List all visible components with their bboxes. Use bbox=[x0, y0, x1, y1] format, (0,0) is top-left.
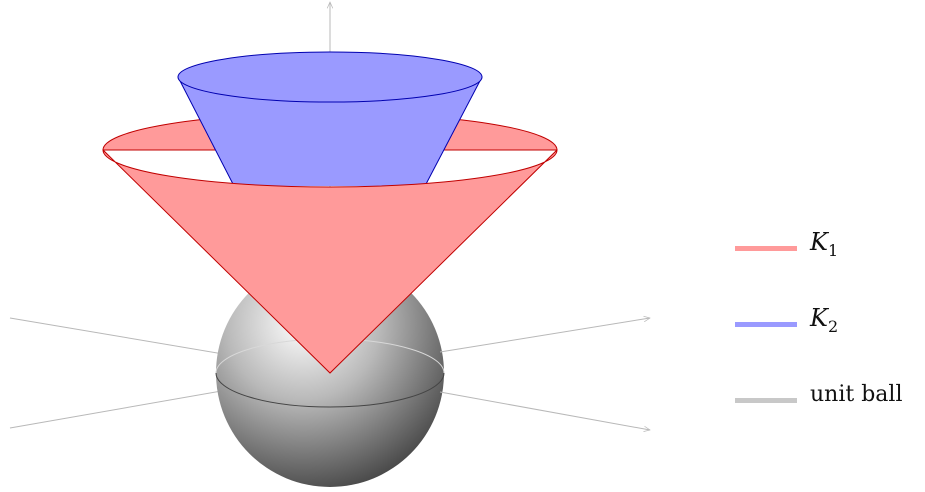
k2-symbol: K bbox=[810, 304, 828, 332]
k2-index: 2 bbox=[827, 316, 839, 336]
legend-item-unit-ball: unit ball bbox=[735, 372, 915, 410]
k1-symbol: K bbox=[810, 228, 828, 256]
cone-k1-body bbox=[102, 148, 558, 374]
axis-y-front bbox=[439, 391, 650, 430]
k1-index: 1 bbox=[827, 240, 839, 260]
legend-label-unit-ball: unit ball bbox=[810, 382, 903, 407]
cone-k2-right-edge bbox=[424, 76, 483, 187]
legend-item-k2: K2 bbox=[735, 296, 915, 336]
cone-k2-top bbox=[177, 51, 483, 103]
legend-label-k1: K1 bbox=[810, 228, 838, 260]
unit-ball-equator-front bbox=[215, 372, 445, 408]
axis-x-front bbox=[439, 318, 650, 353]
legend-swatch-k2 bbox=[735, 322, 797, 327]
cone-k2-left-edge bbox=[177, 76, 235, 187]
legend: K1 K2 unit ball bbox=[735, 220, 915, 448]
legend-swatch-unit-ball bbox=[735, 398, 797, 403]
cone-k2-body bbox=[178, 77, 482, 186]
legend-label-k2: K2 bbox=[810, 304, 838, 336]
legend-swatch-k1 bbox=[735, 246, 797, 251]
legend-item-k1: K1 bbox=[735, 220, 915, 260]
